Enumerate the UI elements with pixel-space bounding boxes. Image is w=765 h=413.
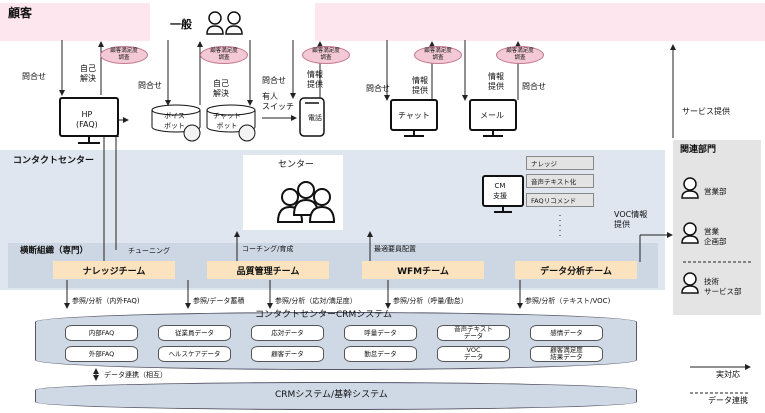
crm-data-item: 顧客満足度 結果データ: [530, 346, 603, 362]
cross-org-title: 横断組織（専門）: [20, 246, 89, 256]
cm-support-monitor-icon: [482, 175, 524, 213]
team-data-analysis: データ分析チーム: [515, 261, 637, 279]
general-label: 一般: [170, 18, 192, 31]
data-link-mutual-label: データ連携（相互）: [104, 371, 167, 379]
survey-badge: 顧客満足度 調査: [496, 46, 544, 64]
survey-badge: 顧客満足度 調査: [414, 46, 462, 64]
phone-label: 電話: [308, 114, 322, 122]
survey-badge: 顧客満足度 調査: [200, 46, 248, 64]
crm-data-item: 音声テキスト データ: [437, 325, 510, 341]
hp-faq-label: HP (FAQ): [76, 110, 98, 129]
contact-center-title: コンタクトセンター: [13, 156, 95, 166]
inquiry-label: 問合せ: [366, 84, 390, 93]
reference-label: 参照/分析（テキスト/VOC): [525, 297, 611, 305]
customer-band: [0, 3, 765, 41]
reference-label: 参照/分析（内外FAQ): [72, 297, 140, 305]
inquiry-label: 問合せ: [22, 72, 46, 81]
crm-data-item: 外部FAQ: [65, 346, 138, 362]
hp-monitor-icon: [59, 97, 119, 144]
team-wfm: WFMチーム: [362, 261, 484, 279]
mail-label: メール: [480, 111, 504, 120]
survey-badge: 顧客満足度 調査: [302, 46, 350, 64]
chat-label: チャット: [398, 111, 430, 120]
tuning-label: チューニング: [128, 247, 170, 255]
chat-bot-label: チャット ボット: [213, 112, 241, 130]
coaching-label: コーチング/育成: [242, 245, 294, 253]
crm-data-item: 顧客データ: [251, 346, 324, 362]
staffed-switch-label: 有人 スイッチ: [262, 92, 294, 111]
inquiry-label: 問合せ: [138, 81, 162, 90]
cm-item: ナレッジ: [526, 156, 594, 170]
survey-badge: 顧客満足度 調査: [100, 46, 148, 64]
info-provide-label: 情報 提供: [412, 76, 428, 95]
dept-person-icons: [681, 177, 699, 294]
legend-data-link: データ連携: [708, 396, 748, 405]
related-dept-title: 関連部門: [680, 145, 717, 155]
core-system-label: CRMシステム/基幹システム: [275, 390, 388, 400]
voc-info-label: VOC情報 提供: [614, 210, 648, 229]
team-quality: 品質管理チーム: [207, 261, 329, 279]
customer-title: 顧客: [8, 6, 33, 20]
self-resolve-label: 自己 解決: [213, 79, 229, 98]
general-people-icon: [206, 11, 243, 35]
cm-item: FAQリコメンド: [526, 193, 594, 207]
crm-data-item: VOC データ: [437, 346, 510, 362]
phone-icon: [299, 97, 325, 137]
crm-data-item: 感情データ: [530, 325, 603, 341]
bot-hand-icons: [183, 124, 256, 142]
team-knowledge: ナレッジチーム: [53, 261, 175, 279]
chat-mail-monitors: [390, 99, 517, 137]
reference-label: 参照/分析（呼量/勤怠）: [393, 297, 468, 305]
dept-label: 営業 企画部: [704, 227, 727, 246]
crm-data-item: 従業員データ: [158, 325, 231, 341]
reference-label: 参照/分析（応対/満足度）: [275, 297, 357, 305]
self-resolve-label: 自己 解決: [80, 64, 96, 83]
inquiry-label: 問合せ: [262, 76, 286, 85]
reference-label: 参照/データ蓄積: [193, 297, 245, 305]
info-provide-label: 情報 提供: [307, 70, 323, 89]
crm-data-item: ヘルスケアデータ: [158, 346, 231, 362]
crm-data-item: 内部FAQ: [65, 325, 138, 341]
cm-support-label: CM 支援: [493, 182, 507, 200]
info-provide-label: 情報 提供: [488, 72, 504, 91]
crm-data-item: 勤怠データ: [344, 346, 417, 362]
staffing-label: 最適要員配置: [374, 245, 416, 253]
crm-data-item: 呼量データ: [344, 325, 417, 341]
crm-data-item: 応対データ: [251, 325, 324, 341]
voice-bot-label: ボイス ボット: [164, 112, 185, 130]
dept-label: 営業部: [704, 187, 727, 196]
service-provide-label: サービス提供: [682, 107, 730, 116]
center-label: センター: [278, 160, 315, 170]
core-system-cylinder: [35, 382, 637, 410]
crm-title: コンタクトセンターCRMシステム: [255, 310, 393, 320]
center-people-icon: [276, 181, 336, 223]
cm-item: 音声テキスト化: [526, 174, 594, 188]
dept-label: 技術 サービス部: [704, 277, 742, 296]
inquiry-label: 問合せ: [522, 82, 546, 91]
legend-real-response: 実対応: [716, 370, 740, 379]
